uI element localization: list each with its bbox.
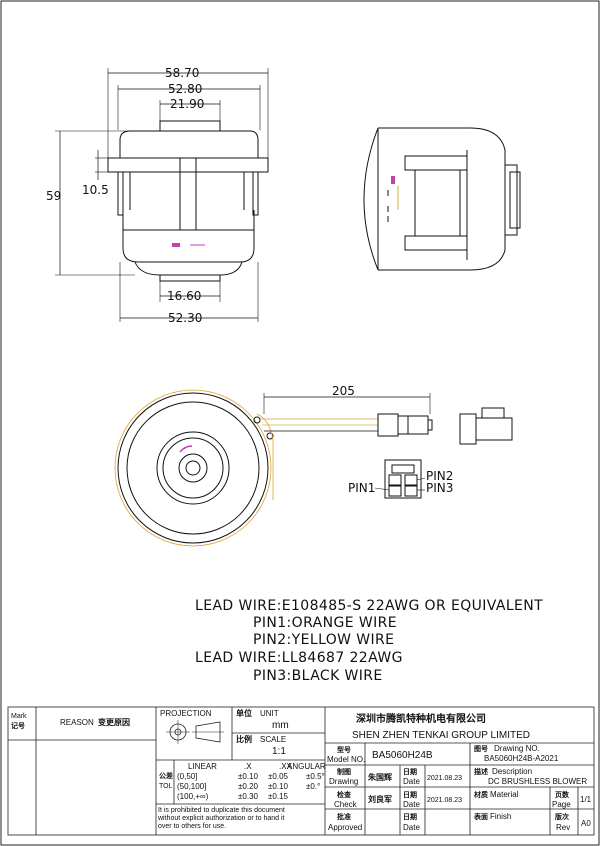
projection-label: PROJECTION bbox=[160, 709, 212, 718]
dim-top-overall: 58.70 bbox=[165, 66, 199, 80]
tol-range-3: (100,+∞) bbox=[177, 792, 209, 801]
material-label: Material bbox=[490, 790, 519, 799]
reason-label: REASON bbox=[60, 718, 94, 727]
bottom-view bbox=[114, 389, 513, 547]
check-label: Check bbox=[334, 800, 358, 809]
side-view bbox=[363, 127, 521, 271]
disclaimer-line-2: without explicit authorization or to han… bbox=[157, 815, 285, 822]
scale-value: 1:1 bbox=[272, 746, 286, 757]
tol-x-3: ±0.30 bbox=[238, 792, 259, 801]
front-view bbox=[55, 68, 269, 322]
note-line-3: PIN2:YELLOW WIRE bbox=[253, 632, 394, 648]
date-label-2: Date bbox=[403, 800, 420, 809]
scale-label: SCALE bbox=[260, 735, 286, 744]
date-value-1: 2021.08.23 bbox=[427, 775, 462, 782]
approved-label: Approved bbox=[328, 823, 362, 832]
note-line-2: PIN1:ORANGE WIRE bbox=[253, 615, 397, 631]
unit-label: UNIT bbox=[260, 709, 279, 718]
date-label-cn-1: 日期 bbox=[403, 767, 417, 776]
model-label: Model NO. bbox=[327, 755, 365, 764]
angular-label: ANGULAR bbox=[287, 762, 326, 771]
scale-label-cn: 比例 bbox=[236, 734, 252, 744]
pin3-label: PIN3 bbox=[426, 481, 453, 495]
disclaimer-line-3: over to others for use. bbox=[158, 823, 226, 830]
finish-label-cn: 表面 bbox=[473, 812, 488, 821]
rev-value: A0 bbox=[581, 819, 591, 828]
model-label-cn: 型号 bbox=[337, 745, 351, 754]
tol-range-2: (50,100] bbox=[177, 782, 206, 791]
check-label-cn: 检查 bbox=[337, 790, 352, 799]
note-line-5: PIN3:BLACK WIRE bbox=[253, 668, 383, 684]
desc-label: Description bbox=[492, 767, 532, 776]
company-name-en: SHEN ZHEN TENKAI GROUP LIMITED bbox=[352, 730, 530, 741]
note-line-4: LEAD WIRE:LL84687 22AWG bbox=[195, 650, 403, 666]
date-label-cn-2: 日期 bbox=[403, 790, 417, 799]
disclaimer-line-1: It is prohibited to duplicate this docum… bbox=[158, 807, 285, 814]
rev-label-cn: 版次 bbox=[555, 812, 569, 821]
angular-value-2: ±0.° bbox=[306, 782, 320, 791]
linear-label: LINEAR bbox=[188, 762, 217, 771]
title-block-grid bbox=[7, 706, 595, 836]
tol-xx-3: ±0.15 bbox=[268, 792, 289, 801]
tol-label-cn: 公差 bbox=[159, 771, 173, 780]
dim-wire-length: 205 bbox=[332, 384, 355, 398]
reason-label-cn: 变更原因 bbox=[98, 717, 130, 727]
x-label: .X bbox=[244, 762, 252, 771]
unit-label-cn: 单位 bbox=[236, 708, 252, 718]
approved-label-cn: 批准 bbox=[337, 812, 351, 821]
dim-top-small: 21.90 bbox=[170, 97, 204, 111]
mark-label: Mark bbox=[11, 713, 27, 720]
tol-label: TOL bbox=[159, 783, 173, 790]
desc-value: DC BRUSHLESS BLOWER bbox=[488, 777, 587, 786]
drawing-no-value: BA5060H24B-A2021 bbox=[484, 754, 559, 763]
page-label: Page bbox=[552, 800, 571, 809]
dim-bottom-overall: 52.30 bbox=[168, 311, 202, 325]
date-label-cn-3: 日期 bbox=[403, 812, 417, 821]
page-label-cn: 页数 bbox=[555, 790, 570, 799]
rev-label: Rev bbox=[556, 823, 570, 832]
dim-height: 59 bbox=[46, 189, 61, 203]
pin1-label: PIN1 bbox=[348, 481, 375, 495]
dim-bottom-small: 16.60 bbox=[167, 289, 201, 303]
model-value: BA5060H24B bbox=[372, 750, 433, 761]
angular-value-1: ±0.5° bbox=[306, 772, 325, 781]
note-line-1: LEAD WIRE:E108485-S 22AWG OR EQUIVALENT bbox=[195, 598, 543, 614]
dim-flange: 10.5 bbox=[82, 183, 109, 197]
xx-label: .XX bbox=[279, 762, 293, 771]
unit-value: mm bbox=[272, 720, 289, 731]
drawing-no-label-cn: 图号 bbox=[474, 744, 488, 753]
pin2-label: PIN2 bbox=[426, 469, 453, 483]
dim-top-inner: 52.80 bbox=[168, 82, 202, 96]
desc-label-cn: 描述 bbox=[474, 767, 488, 776]
tol-xx-2: ±0.10 bbox=[268, 782, 289, 791]
material-label-cn: 材质 bbox=[473, 790, 488, 799]
checker-name: 刘良军 bbox=[368, 794, 392, 804]
drawing-label: Drawing bbox=[329, 777, 358, 786]
page-value: 1/1 bbox=[580, 795, 592, 804]
tol-range-1: (0,50] bbox=[177, 772, 197, 781]
finish-label: Finish bbox=[490, 812, 511, 821]
tol-x-2: ±0.20 bbox=[238, 782, 259, 791]
drawing-no-label: Drawing NO. bbox=[494, 744, 540, 753]
date-label-1: Date bbox=[403, 777, 420, 786]
drawing-label-cn: 制图 bbox=[337, 767, 351, 776]
mark-label-cn: 记号 bbox=[11, 721, 25, 730]
date-label-3: Date bbox=[403, 823, 420, 832]
tol-xx-1: ±0.05 bbox=[268, 772, 289, 781]
date-value-2: 2021.08.23 bbox=[427, 797, 462, 804]
tol-x-1: ±0.10 bbox=[238, 772, 259, 781]
company-name-cn: 深圳市腾凯特种机电有限公司 bbox=[356, 712, 486, 725]
drawer-name: 朱国辉 bbox=[368, 772, 392, 782]
